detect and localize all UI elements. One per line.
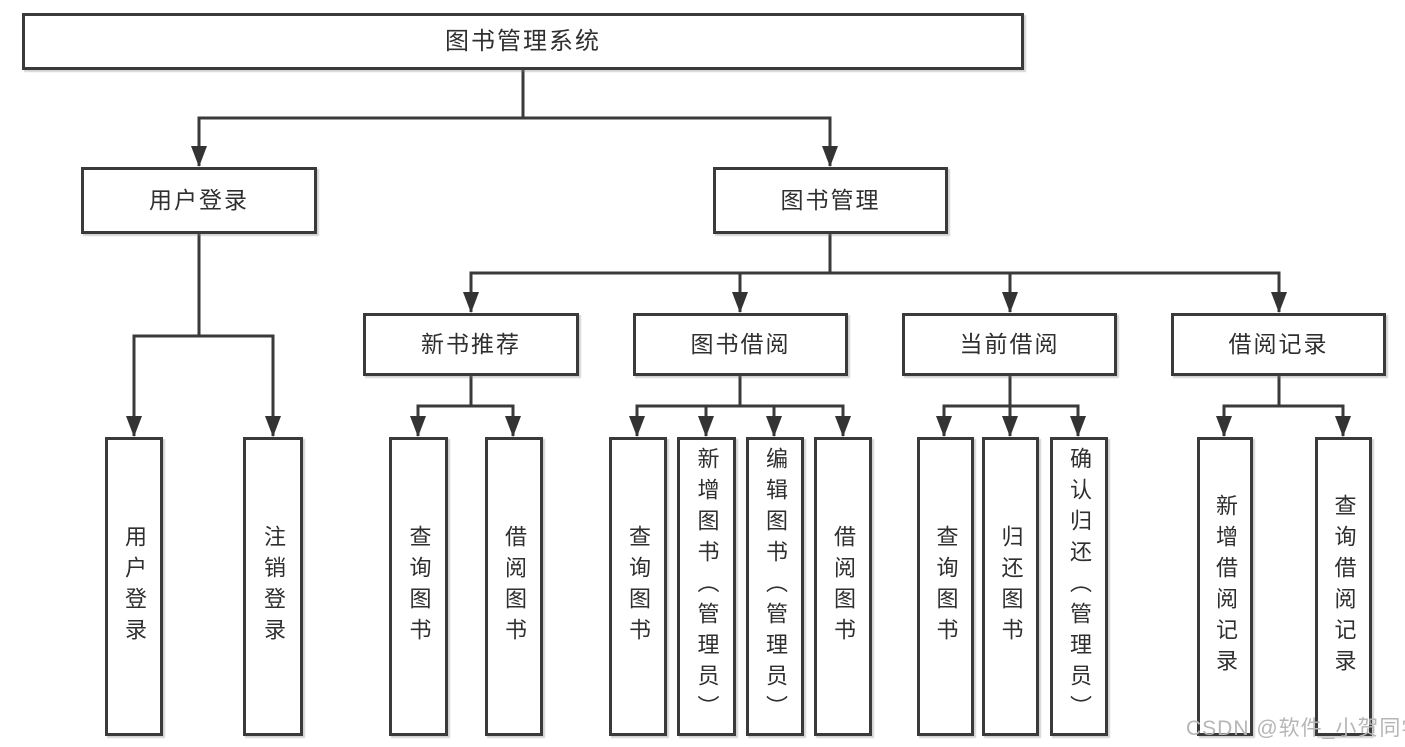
leaf-logout: 注销登录 (243, 437, 303, 736)
leaf-user-login: 用户登录 (105, 437, 163, 736)
leaf-query-books-recommend: 查询图书 (389, 437, 448, 736)
tree-edges (132, 70, 1345, 436)
leaf-borrow-books-recommend: 借阅图书 (485, 437, 543, 736)
leaf-query-borrow-record: 查询借阅记录 (1315, 437, 1372, 736)
node-borrow-records: 借阅记录 (1171, 313, 1386, 376)
node-book-management: 图书管理 (713, 167, 948, 234)
node-book-borrowing: 图书借阅 (633, 313, 848, 376)
watermark: CSDN @软件_小贺同学 (1186, 717, 1405, 740)
leaf-query-books-current: 查询图书 (917, 437, 974, 736)
leaf-query-books-borrow: 查询图书 (609, 437, 667, 736)
node-current-borrowing: 当前借阅 (902, 313, 1117, 376)
leaf-return-books: 归还图书 (982, 437, 1039, 736)
arrowheads (126, 146, 1351, 437)
node-new-book-recommend: 新书推荐 (363, 313, 579, 376)
leaf-add-books-admin: 新增图书（管理员） (677, 437, 736, 736)
leaf-borrow-books: 借阅图书 (814, 437, 872, 736)
leaf-add-borrow-record: 新增借阅记录 (1197, 437, 1253, 736)
leaf-edit-books-admin: 编辑图书（管理员） (746, 437, 804, 736)
node-library-system: 图书管理系统 (22, 13, 1024, 70)
leaf-confirm-return-admin: 确认归还（管理员） (1050, 437, 1108, 736)
node-user-login: 用户登录 (81, 167, 317, 234)
